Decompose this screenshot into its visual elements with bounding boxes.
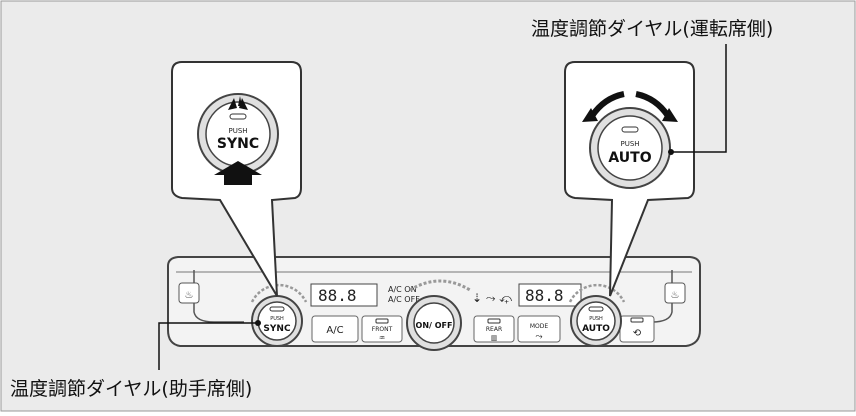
climate-control-panel: ♨ ♨ 88.8 A/C ON A/C OFF ⇣ ⤳ ⤽ 88.8 A/C bbox=[167, 256, 701, 351]
svg-text:A/C: A/C bbox=[326, 325, 343, 336]
left-seat-heater-button[interactable]: ♨ bbox=[178, 282, 200, 304]
recirculation-button[interactable]: ⟲ bbox=[619, 315, 655, 343]
passenger-temp-dial[interactable]: PUSH SYNC bbox=[250, 283, 308, 347]
left-temp-display: 88.8 bbox=[310, 283, 378, 307]
right-zoom-push: PUSH bbox=[620, 140, 639, 148]
svg-text:PUSH: PUSH bbox=[270, 316, 284, 322]
svg-text:MODE: MODE bbox=[530, 323, 549, 330]
svg-text:PUSH: PUSH bbox=[589, 316, 603, 322]
right-seat-heater-button[interactable]: ♨ bbox=[664, 282, 686, 304]
right-zoom-callout: PUSH AUTO bbox=[564, 61, 695, 297]
svg-text:SYNC: SYNC bbox=[263, 324, 291, 334]
driver-leader-line bbox=[671, 44, 727, 153]
mode-button[interactable]: MODE ⤳ bbox=[517, 315, 561, 343]
left-zoom-name: SYNC bbox=[217, 136, 259, 152]
svg-text:♒: ♒ bbox=[379, 334, 385, 342]
rear-defrost-button[interactable]: REAR ▥ bbox=[473, 315, 515, 343]
right-temp-display: 88.8 bbox=[518, 283, 582, 307]
svg-text:⤳: ⤳ bbox=[535, 332, 542, 342]
fan-dial[interactable]: ON/ OFF bbox=[406, 295, 462, 351]
rotate-arrow-right bbox=[635, 91, 671, 118]
svg-text:REAR: REAR bbox=[486, 326, 502, 333]
airflow-icons: ⇣ ⤳ ⤽ bbox=[472, 291, 512, 305]
push-arrow-icon bbox=[214, 161, 262, 185]
left-display-value: 88.8 bbox=[318, 286, 357, 305]
left-zoom-push: PUSH bbox=[228, 127, 247, 135]
front-defrost-button[interactable]: FRONT ♒ bbox=[361, 315, 403, 343]
ac-status-off: A/C OFF bbox=[388, 295, 420, 304]
svg-text:▥: ▥ bbox=[491, 334, 498, 342]
driver-temp-dial-small[interactable]: PUSH AUTO bbox=[568, 283, 626, 347]
svg-text:ON/ OFF: ON/ OFF bbox=[416, 321, 453, 330]
right-display-value: 88.8 bbox=[525, 286, 564, 305]
fan-level-arc bbox=[409, 279, 471, 292]
svg-text:♨: ♨ bbox=[671, 290, 680, 301]
svg-text:FRONT: FRONT bbox=[372, 326, 393, 333]
svg-text:AUTO: AUTO bbox=[582, 324, 610, 334]
svg-text:⟲: ⟲ bbox=[633, 328, 642, 339]
right-zoom-name: AUTO bbox=[608, 150, 651, 166]
passenger-dial-label: 温度調節ダイヤル(助手席側) bbox=[10, 378, 253, 400]
rotate-arrow-left bbox=[589, 91, 625, 118]
left-zoom-callout: PUSH SYNC bbox=[171, 61, 302, 297]
ac-button[interactable]: A/C bbox=[311, 315, 359, 343]
passenger-leader-line bbox=[158, 322, 258, 370]
press-arrows bbox=[228, 96, 248, 110]
driver-dial-label: 温度調節ダイヤル(運転席側) bbox=[531, 18, 774, 40]
svg-text:♨: ♨ bbox=[185, 290, 194, 301]
ac-status-on: A/C ON bbox=[388, 285, 417, 294]
